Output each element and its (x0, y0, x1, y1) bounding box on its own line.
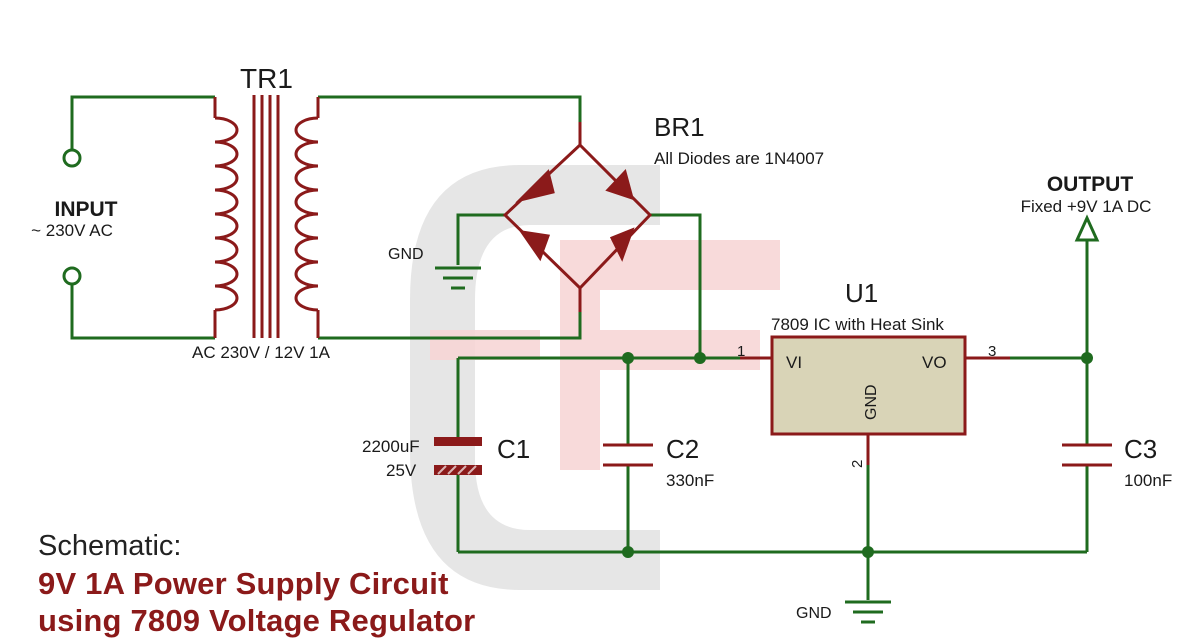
c3-name: C3 (1124, 434, 1157, 464)
capacitor-c1 (434, 437, 482, 475)
c2-name: C2 (666, 434, 699, 464)
regulator-pin-gnd: GND (863, 384, 880, 420)
bridge-diodes (515, 169, 635, 262)
output-subtitle: Fixed +9V 1A DC (1021, 197, 1152, 216)
caption-title-line2: using 7809 Voltage Regulator (38, 603, 476, 638)
regulator-u1 (770, 335, 967, 436)
diode-d4 (609, 227, 635, 262)
c1-value: 2200uF (362, 437, 420, 456)
c2-value: 330nF (666, 471, 714, 490)
caption-title-line1: 9V 1A Power Supply Circuit (38, 566, 449, 601)
capacitor-c2 (603, 443, 653, 467)
input-title: INPUT (55, 198, 118, 221)
input-terminal-top (62, 148, 82, 168)
c3-value: 100nF (1124, 471, 1172, 490)
junction-dots (622, 352, 1093, 558)
transformer-name: TR1 (240, 63, 293, 94)
diode-d1 (515, 169, 555, 203)
capacitor-c3 (1062, 443, 1112, 467)
c1-voltage: 25V (386, 461, 417, 480)
diode-d2 (605, 169, 635, 201)
regulator-description: 7809 IC with Heat Sink (771, 315, 944, 334)
gnd-label-top: GND (388, 246, 424, 263)
wires (70, 95, 1089, 600)
regulator-pins (740, 356, 1010, 465)
input-terminal-bottom (62, 266, 82, 286)
watermark-logo (410, 165, 780, 590)
bridge-note: All Diodes are 1N4007 (654, 149, 824, 168)
diode-d3 (518, 229, 551, 262)
regulator-pin2-number: 2 (849, 460, 866, 468)
output-arrow-icon (1074, 214, 1100, 242)
regulator-name: U1 (845, 278, 878, 308)
regulator-pin1-number: 1 (737, 343, 745, 360)
regulator-pin3-number: 3 (988, 343, 996, 360)
bridge-name: BR1 (654, 112, 705, 142)
gnd-label-bottom: GND (796, 605, 832, 622)
regulator-pin-vi: VI (786, 353, 802, 372)
input-subtitle: ~ 230V AC (31, 221, 113, 240)
transformer-rating: AC 230V / 12V 1A (192, 343, 331, 362)
caption-prefix: Schematic: (38, 530, 182, 562)
c1-name: C1 (497, 434, 530, 464)
transformer-tr1 (213, 95, 320, 338)
ground-symbol-bottom (845, 600, 891, 624)
output-title: OUTPUT (1047, 173, 1134, 196)
regulator-pin-vo: VO (922, 353, 947, 372)
ground-symbol-top (435, 266, 481, 290)
